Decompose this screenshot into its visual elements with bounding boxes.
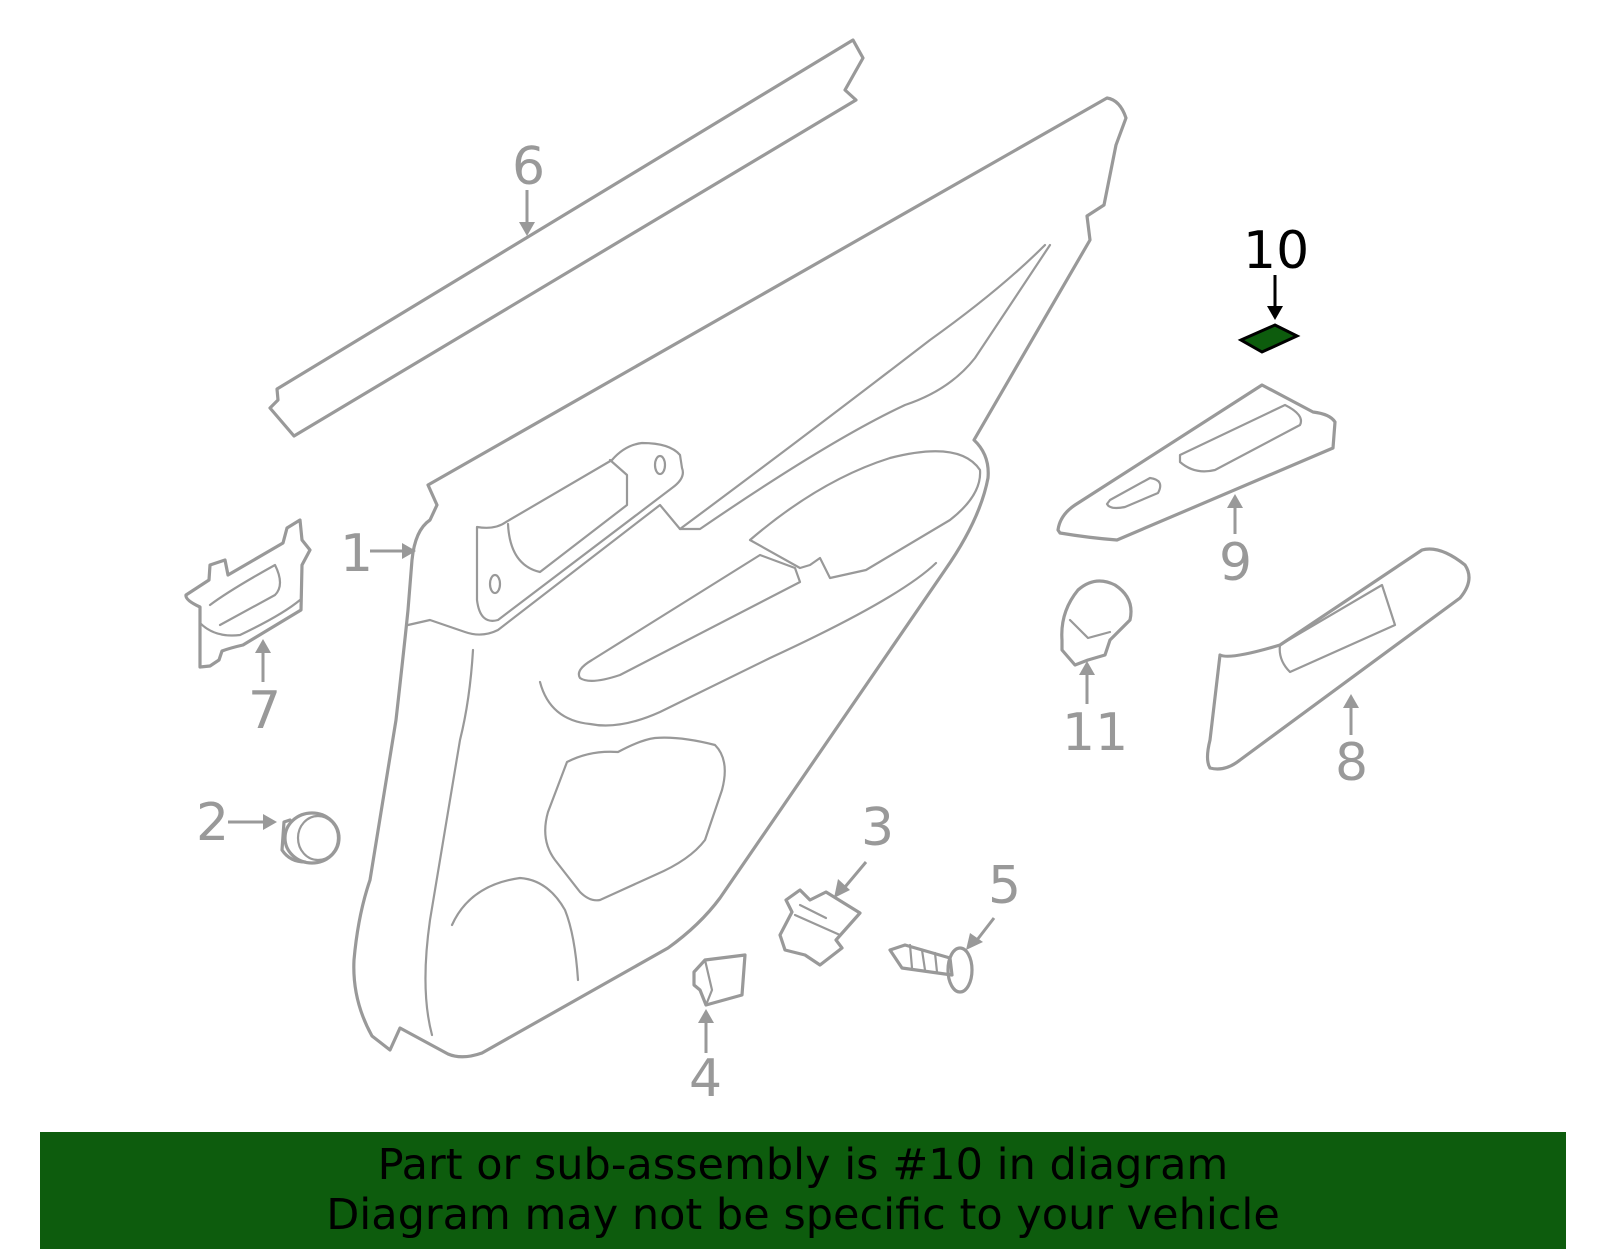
callout-1: 1 <box>340 524 373 584</box>
part-2-clip <box>280 811 341 865</box>
callout-10: 10 <box>1243 221 1309 281</box>
part-8-pull-cover <box>1205 547 1471 771</box>
part-7-inner-handle <box>184 518 312 669</box>
part-3-bracket <box>778 888 862 967</box>
part-9-switch-bezel <box>1056 383 1337 542</box>
callout-3: 3 <box>861 798 894 858</box>
part-1-door-trim-panel <box>352 96 1128 1059</box>
callout-8: 8 <box>1335 733 1368 793</box>
info-banner: Part or sub-assembly is #10 in diagram D… <box>40 1132 1566 1249</box>
callout-6: 6 <box>512 137 545 197</box>
part-4-retainer <box>692 953 747 1007</box>
callout-11: 11 <box>1062 703 1128 763</box>
part-5-screw <box>888 943 974 994</box>
banner-line-2: Diagram may not be specific to your vehi… <box>326 1190 1280 1240</box>
callout-2: 2 <box>196 793 229 853</box>
callout-9: 9 <box>1219 533 1252 593</box>
part-10-pad <box>1237 323 1301 354</box>
banner-line-1: Part or sub-assembly is #10 in diagram <box>377 1140 1229 1190</box>
callout-7: 7 <box>248 681 281 741</box>
parts-diagram: 6 1 7 2 3 4 5 10 9 11 8 <box>184 38 1471 1109</box>
callout-leaders <box>228 190 1359 1053</box>
callout-5: 5 <box>988 856 1021 916</box>
callout-4: 4 <box>689 1049 722 1109</box>
part-11-knob <box>1060 579 1133 667</box>
part-6-belt-moulding <box>268 38 865 438</box>
